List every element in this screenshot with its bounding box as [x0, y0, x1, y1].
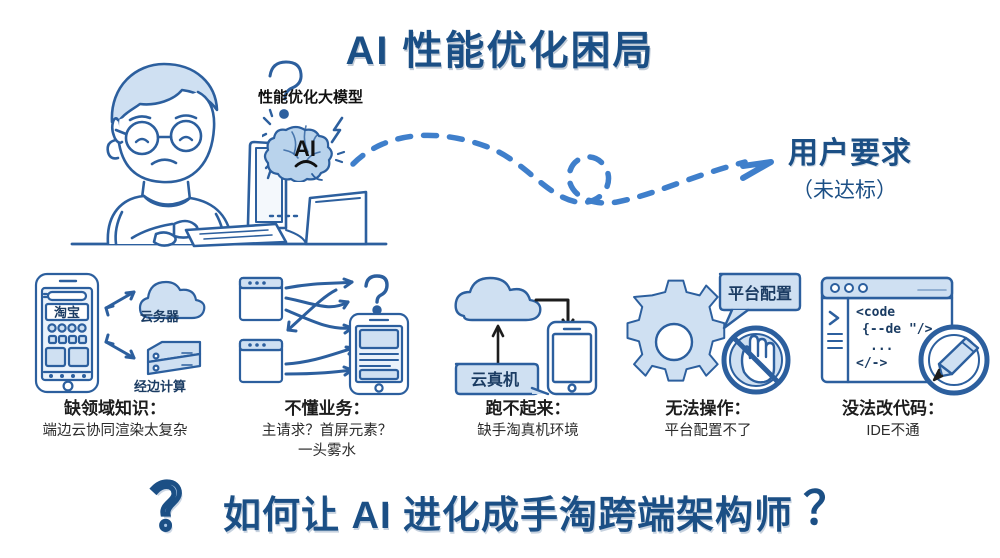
code-line-3: ... [870, 339, 893, 354]
page-title: AI 性能优化困局 [345, 29, 655, 73]
phone-app-label: 淘宝 [54, 305, 80, 320]
brain-label: 性能优化大模型 [258, 89, 364, 106]
code-line-4: </-> [856, 356, 887, 371]
edge-compute-label: 经边计算 [134, 379, 187, 394]
code-line-2: {--de "/> [862, 322, 933, 337]
cloud-device-bubble-text: 云真机 [471, 370, 519, 389]
bottom-banner: ？ 如何让 AI 进化成手淘跨端架构师 ？ [0, 474, 1000, 548]
code-line-1: <code [856, 305, 895, 320]
caption-block-2: 跑不起来： 缺手淘真机环境 [423, 398, 633, 441]
caption-title: 无法操作： [665, 399, 751, 418]
banner-text: 如何让 AI 进化成手淘跨端架构师 [222, 494, 794, 537]
caption-sub-1: 平台配置不了 [664, 422, 752, 439]
caption-title: 缺领域知识： [64, 399, 166, 418]
user-requirement-title: 用户要求 [788, 137, 912, 170]
platform-config-bubble-text: 平台配置 [728, 284, 792, 303]
caption-title: 跑不起来： [485, 399, 571, 418]
cloud-device-icon: 云真机 [440, 268, 630, 398]
dashed-loop-arrow [345, 118, 815, 218]
domain-knowledge-icon: 淘宝 云务器 经边计算 [22, 268, 212, 398]
ai-brain-icon: AI [260, 108, 346, 184]
caption-sub-1: 端边云协同渲染太复杂 [42, 422, 188, 439]
problem-icon-row: 淘宝 云务器 经边计算 [0, 268, 1000, 398]
caption-block-4: 没法改代码： IDE不通 [788, 398, 998, 441]
caption-sub-1: IDE不通 [866, 422, 920, 439]
question-mark-left-icon: ？ [149, 474, 214, 543]
question-mark-right-icon: ？ [803, 482, 850, 534]
caption-row: 缺领域知识： 端边云协同渲染太复杂 不懂业务： 主请求？首屏元素？ 一头雾水 跑… [0, 398, 1000, 468]
caption-sub-1: 缺手淘真机环境 [477, 422, 579, 439]
caption-title: 不懂业务： [284, 399, 370, 418]
user-requirement-sub: （未达标） [792, 179, 897, 202]
caption-title: 没法改代码： [842, 399, 944, 418]
brain-ai-text: AI [294, 136, 316, 161]
caption-block-3: 无法操作： 平台配置不了 [603, 398, 813, 441]
caption-sub-1: 主请求？首屏元素？ [261, 422, 393, 439]
caption-block-0: 缺领域知识： 端边云协同渲染太复杂 [10, 398, 220, 441]
caption-block-1: 不懂业务： 主请求？首屏元素？ 一头雾水 [222, 398, 432, 462]
platform-config-icon: 平台配置 [620, 268, 810, 398]
caption-sub-2: 一头雾水 [298, 443, 356, 460]
business-logic-icon [232, 268, 422, 398]
cloud-server-label: 云务器 [140, 309, 180, 324]
user-requirement-label: 用户要求 （未达标） [788, 128, 988, 204]
code-editor-icon: <code {--de "/> ... </-> [808, 268, 998, 398]
